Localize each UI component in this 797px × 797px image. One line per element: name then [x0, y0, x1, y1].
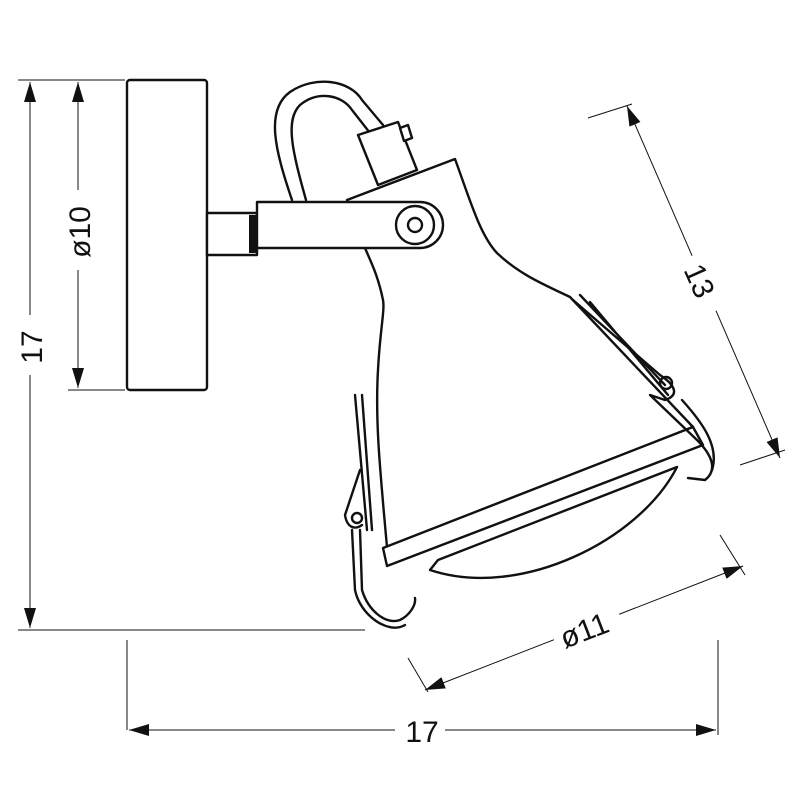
cable-loop — [273, 80, 385, 202]
pivot-inner — [406, 216, 424, 234]
height-label: 17 — [16, 330, 49, 363]
wall-plate — [125, 78, 209, 392]
pivot-outer — [394, 204, 436, 246]
plate-diameter-label: ø10 — [64, 206, 97, 258]
arm — [255, 200, 445, 250]
stem-joint — [249, 215, 257, 253]
left-clip — [343, 393, 417, 623]
stem — [205, 211, 259, 257]
lamp-shade — [345, 157, 695, 549]
depth-label: 17 — [405, 716, 438, 749]
